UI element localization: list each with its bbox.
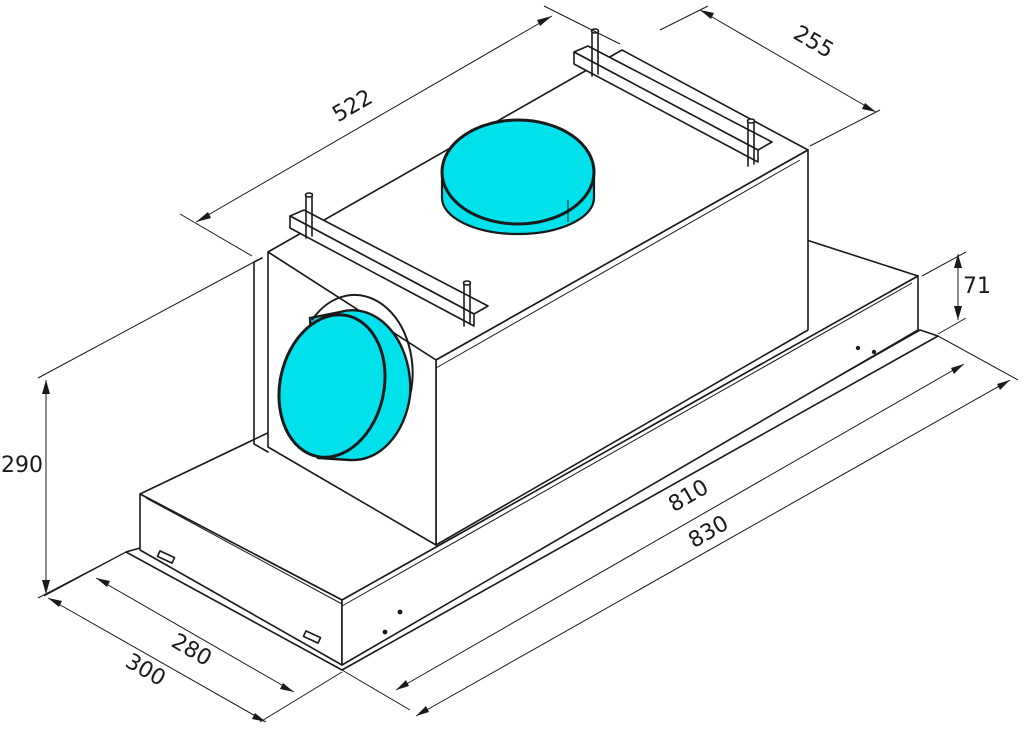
- top-duct-outlet: [440, 118, 596, 236]
- base-side-face: [341, 275, 919, 666]
- dim-rail-height-label: 71: [963, 274, 991, 299]
- dim-outer-length-label: 830: [684, 511, 733, 554]
- dimension-lines: [37, 5, 1019, 723]
- screw-1: [397, 609, 403, 615]
- dim-inner-depth-label: 280: [167, 629, 216, 672]
- dim-height-label: 290: [1, 453, 43, 478]
- front-duct-outlet: [277, 293, 414, 462]
- front-slot-left: [156, 550, 176, 564]
- screw-3: [855, 345, 861, 351]
- front-slot-right: [302, 630, 322, 644]
- rail-back: [573, 28, 773, 167]
- dim-outer-depth-label: 300: [121, 649, 170, 692]
- screw-4: [871, 349, 877, 355]
- screw-2: [382, 629, 388, 635]
- rail-front: [289, 192, 489, 327]
- front-plate-edge: [253, 257, 269, 453]
- dim-top-depth-label: 255: [789, 21, 838, 64]
